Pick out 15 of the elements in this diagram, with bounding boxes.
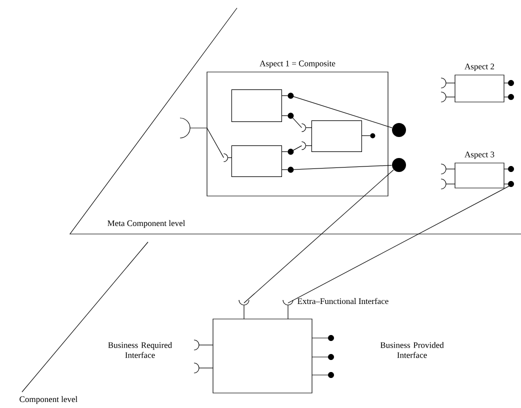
large-dot xyxy=(392,158,406,172)
connector-line xyxy=(244,170,394,304)
interface-label: Business Required Interface xyxy=(108,342,172,358)
interface-label: Extra–Functional Interface xyxy=(298,298,388,304)
connector-line xyxy=(290,95,392,128)
level-label: Meta Component level xyxy=(108,220,186,228)
connector-line xyxy=(290,115,302,128)
interface-label: Business Provided Interface xyxy=(380,342,444,358)
aspect-box: Aspect 3 xyxy=(454,152,504,188)
aspect-box: Aspect 2 xyxy=(454,64,504,102)
connector-line xyxy=(206,128,224,158)
large-dot xyxy=(392,123,406,137)
connector-line xyxy=(290,145,302,152)
composite-box: Aspect 1 = Composite xyxy=(206,60,388,196)
level-label: Component level xyxy=(20,396,78,404)
